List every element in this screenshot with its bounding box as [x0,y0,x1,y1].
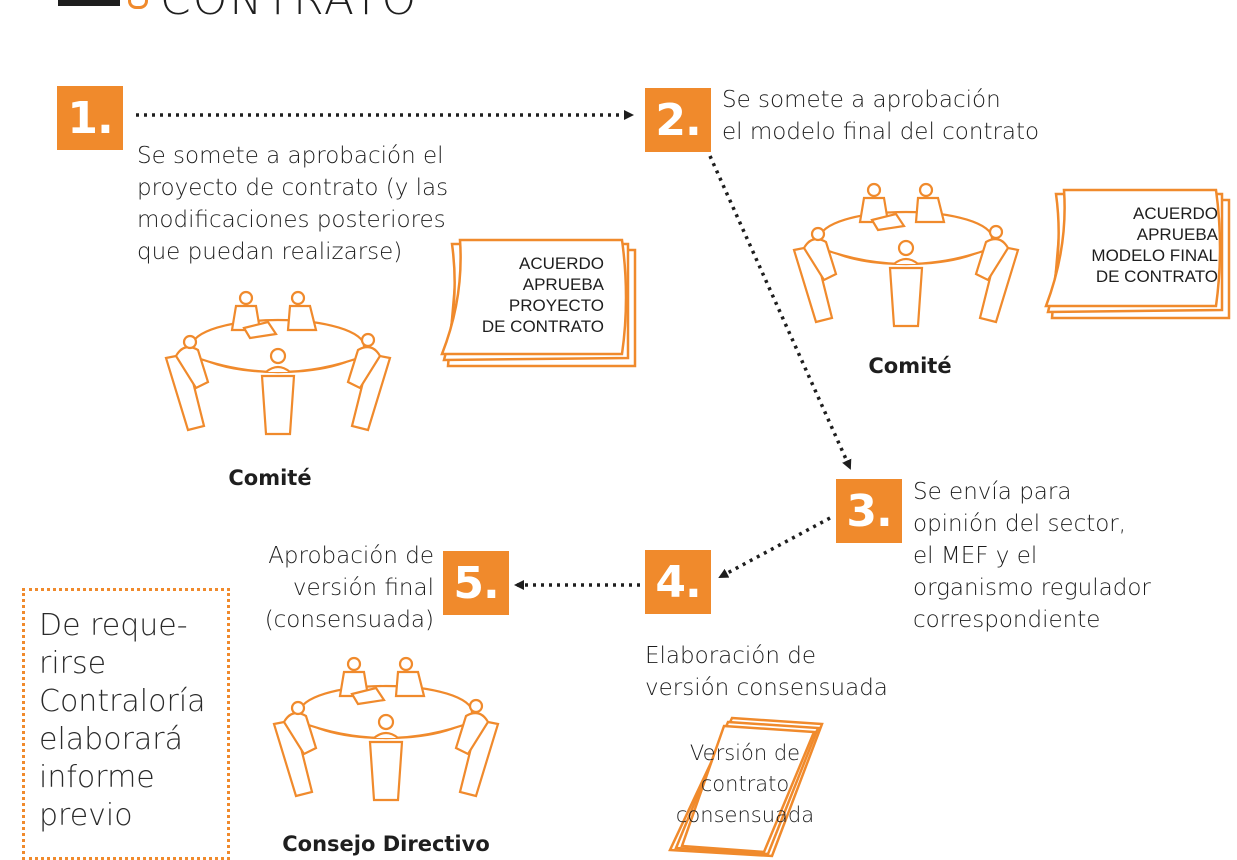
step-4-badge: 4. [645,550,711,614]
step-1-badge: 1. [57,86,123,150]
document-stack-icon [668,716,824,858]
document-icon [440,238,637,368]
meeting-table-icon [164,290,392,436]
step-5-badge: 5. [443,551,509,615]
step-3-badge: 3. [836,479,902,543]
council-label: Consejo Directivo [282,832,490,856]
arrow-2-to-3 [708,155,852,470]
step-1-text: Se somete a aprobación el proyecto de co… [137,143,449,265]
step-3-text: Se envía para opinión del sector, el MEF… [913,479,1151,633]
document-1-text: ACUERDO APRUEBA PROYECTO DE CONTRATO [481,254,604,336]
header-rule-icon [58,0,120,6]
committee-2-label: Comité [868,354,952,378]
document-icon [1044,188,1231,320]
arrow-3-to-4 [718,516,831,579]
page-title: CONTRATO [160,0,418,25]
meeting-table-icon [792,182,1020,328]
meeting-table-icon [272,656,500,802]
step-5-text: Aprobación de versión final (consensuada… [264,543,434,633]
document-4-text: Versión de contrato consensuada [675,741,815,827]
note-box: De reque- rirse Contraloría elaborará in… [22,588,230,860]
step-2-text: Se somete a aprobación el modelo final d… [722,87,1040,145]
document-2-text: ACUERDO APRUEBA MODELO FINAL DE CONTRATO [1091,204,1218,286]
step-4-text: Elaboración de versión consensuada [645,643,888,701]
committee-1-label: Comité [228,466,312,490]
note-text: De reque- rirse Contraloría elaborará in… [39,608,206,833]
header-circle-icon [128,0,148,9]
step-2-badge: 2. [645,88,711,152]
